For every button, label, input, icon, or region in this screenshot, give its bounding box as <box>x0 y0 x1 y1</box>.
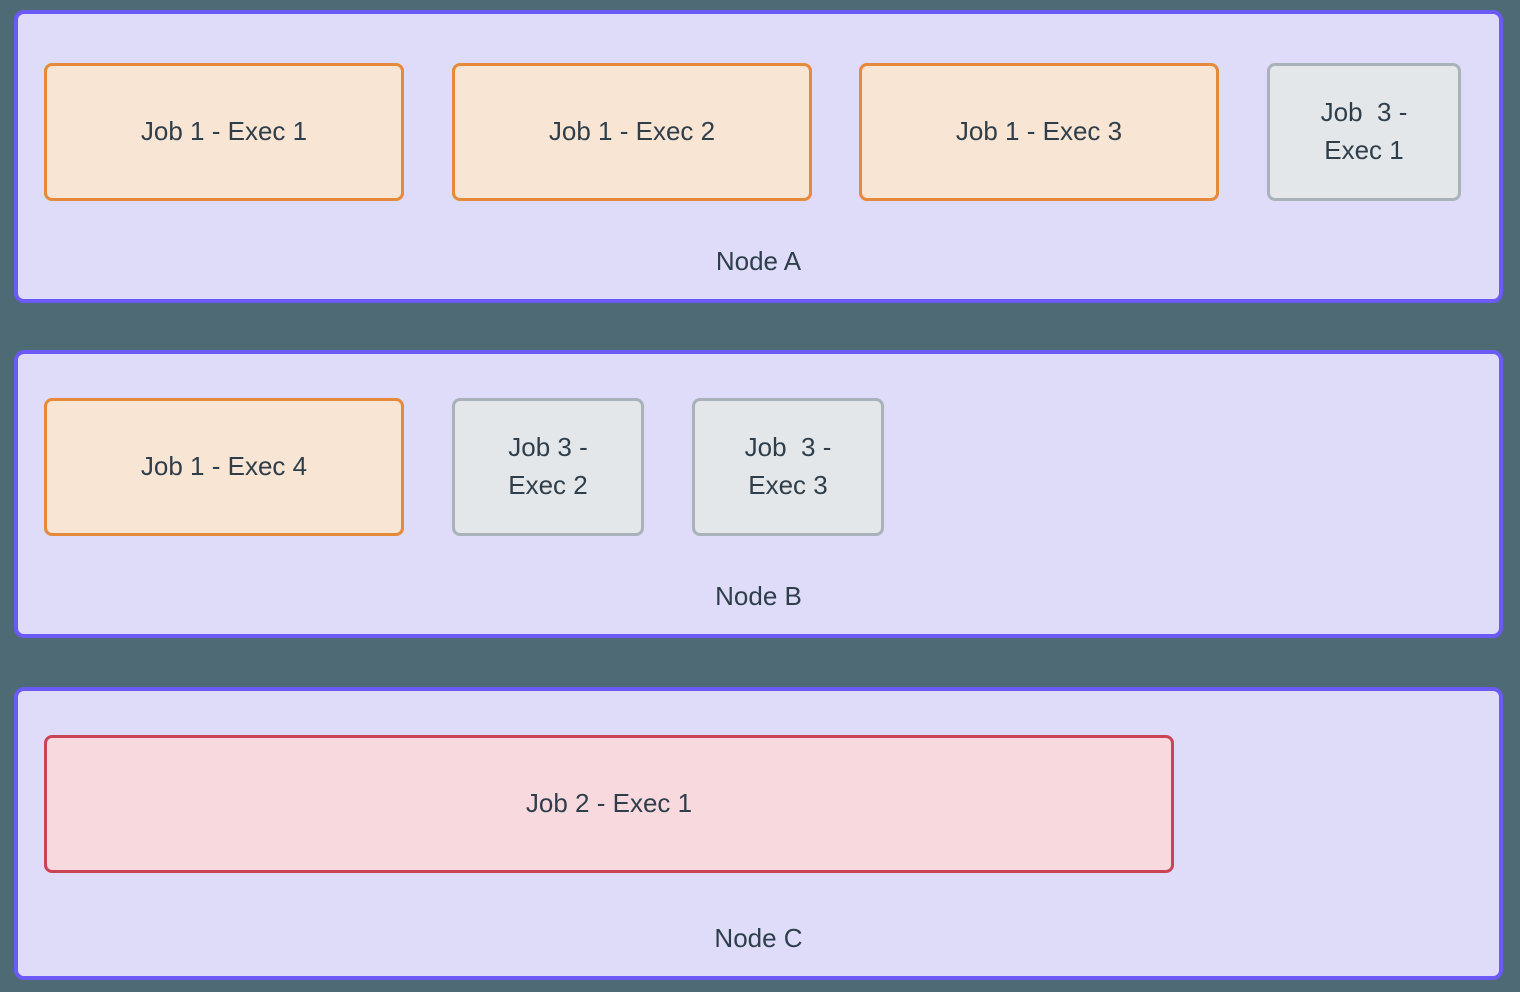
executor-label: Job 3 - Exec 2 <box>508 432 588 500</box>
node-a-label: Node A <box>715 246 802 276</box>
node-c-label: Node C <box>714 923 803 953</box>
executor-label: Job 1 - Exec 4 <box>140 451 308 482</box>
node-a: Job 1 - Exec 1 Job 1 - Exec 2 Job 1 - Ex… <box>14 10 1503 303</box>
executor-label: Job 3 - Exec 1 <box>1320 97 1408 165</box>
executor-label: Job 1 - Exec 3 <box>955 116 1123 147</box>
node-b-label: Node B <box>715 581 802 611</box>
node-c: Job 2 - Exec 1 Node C <box>14 687 1503 980</box>
executor-box-job1-exec1: Job 1 - Exec 1 <box>44 63 404 201</box>
executor-box-job1-exec2: Job 1 - Exec 2 <box>452 63 812 201</box>
executor-label: Job 2 - Exec 1 <box>525 788 693 819</box>
executor-box-job2-exec1: Job 2 - Exec 1 <box>44 735 1174 873</box>
executor-box-job3-exec3: Job 3 - Exec 3 <box>692 398 884 536</box>
node-b: Job 1 - Exec 4 Job 3 - Exec 2 Job 3 - Ex… <box>14 350 1503 638</box>
executor-label: Job 1 - Exec 2 <box>548 116 716 147</box>
executor-box-job3-exec1: Job 3 - Exec 1 <box>1267 63 1461 201</box>
executor-label: Job 1 - Exec 1 <box>140 116 308 147</box>
executor-box-job1-exec4: Job 1 - Exec 4 <box>44 398 404 536</box>
executor-label: Job 3 - Exec 3 <box>744 432 832 500</box>
executor-box-job3-exec2: Job 3 - Exec 2 <box>452 398 644 536</box>
executor-box-job1-exec3: Job 1 - Exec 3 <box>859 63 1219 201</box>
